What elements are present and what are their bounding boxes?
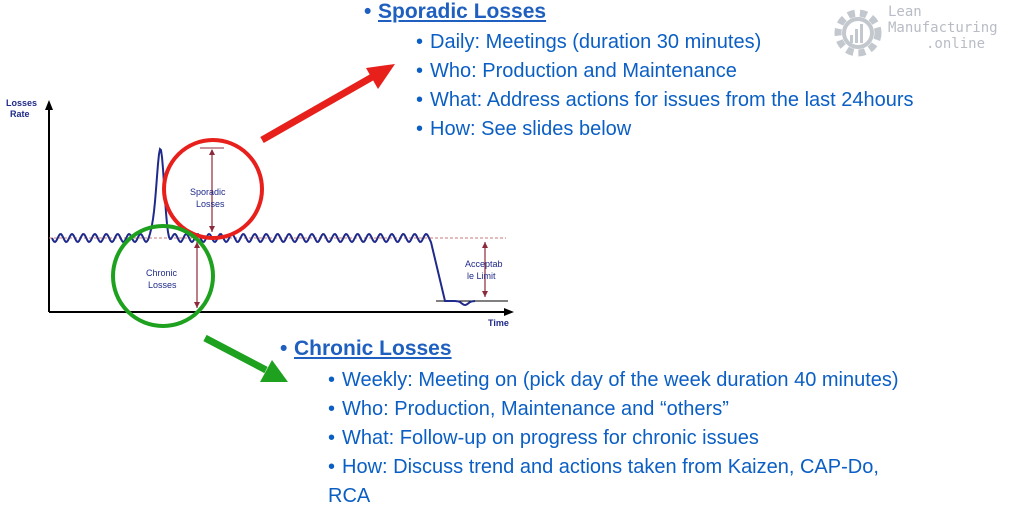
chronic-losses-list: •Chronic Losses •Weekly: Meeting on (pic…	[280, 337, 899, 511]
chronic-label-line2: Losses	[148, 280, 177, 290]
sporadic-pointer-arrow	[260, 72, 376, 144]
list-item-text: Weekly: Meeting on (pick day of the week…	[342, 369, 899, 391]
list-item-text: What: Address actions for issues from th…	[430, 89, 914, 111]
brand-logo-text: Lean Manufacturing .online	[888, 4, 998, 52]
sporadic-arrow-up	[209, 149, 215, 155]
sporadic-heading: •Sporadic Losses	[364, 0, 547, 23]
list-item-text: How: Discuss trend and actions taken fro…	[342, 456, 879, 478]
sporadic-pointer-arrowhead	[366, 64, 395, 89]
y-axis-arrowhead	[45, 100, 53, 110]
list-item-text: How: See slides below	[430, 118, 632, 140]
chronic-heading-text: Chronic Losses	[294, 337, 452, 360]
x-axis-arrowhead	[504, 308, 514, 316]
list-item: •Daily: Meetings (duration 30 minutes)	[416, 31, 762, 53]
list-item-text: RCA	[328, 485, 371, 507]
brand-line-2: Manufacturing	[888, 20, 998, 36]
list-item-text: Daily: Meetings (duration 30 minutes)	[430, 31, 762, 53]
chronic-highlight-circle	[111, 224, 215, 328]
limit-arrow-down	[482, 291, 488, 297]
list-item: •What: Address actions for issues from t…	[416, 89, 914, 111]
x-axis-label: Time	[488, 318, 509, 328]
y-axis-label-line1: Losses	[6, 98, 37, 108]
limit-label-line2: le Limit	[467, 271, 496, 281]
limit-label-line1: Acceptab	[465, 259, 503, 269]
list-item-continuation: RCA	[280, 482, 899, 511]
list-item-text: Who: Production and Maintenance	[430, 60, 737, 82]
sporadic-label-line1: Sporadic	[190, 187, 226, 197]
list-item: •Who: Production and Maintenance	[416, 60, 737, 82]
chronic-label-line1: Chronic	[146, 268, 178, 278]
sporadic-highlight-circle	[162, 138, 264, 240]
list-item: •What: Follow-up on progress for chronic…	[328, 427, 759, 449]
losses-curve	[51, 147, 476, 307]
chronic-pointer-arrowhead	[260, 360, 288, 382]
gear-icon	[834, 9, 882, 57]
chronic-heading: •Chronic Losses	[280, 337, 452, 360]
list-item: •Weekly: Meeting on (pick day of the wee…	[328, 369, 899, 391]
sporadic-losses-list: •Sporadic Losses •Daily: Meetings (durat…	[364, 0, 914, 144]
chronic-arrow-up	[194, 242, 200, 248]
limit-arrow-up	[482, 242, 488, 248]
list-item: •How: See slides below	[416, 118, 632, 140]
sporadic-arrow-down	[209, 226, 215, 232]
list-item-text: What: Follow-up on progress for chronic …	[342, 427, 759, 449]
list-item-text: Who: Production, Maintenance and “others…	[342, 398, 729, 420]
sporadic-heading-text: Sporadic Losses	[378, 0, 547, 23]
list-item: •Who: Production, Maintenance and “other…	[328, 398, 729, 420]
chronic-pointer-arrow	[203, 334, 268, 374]
list-item: •How: Discuss trend and actions taken fr…	[328, 456, 879, 478]
y-axis-label-line2: Rate	[10, 109, 30, 119]
chronic-arrow-down	[194, 302, 200, 308]
sporadic-label-line2: Losses	[196, 199, 225, 209]
brand-line-1: Lean	[888, 4, 922, 20]
brand-line-3: .online	[926, 36, 986, 52]
